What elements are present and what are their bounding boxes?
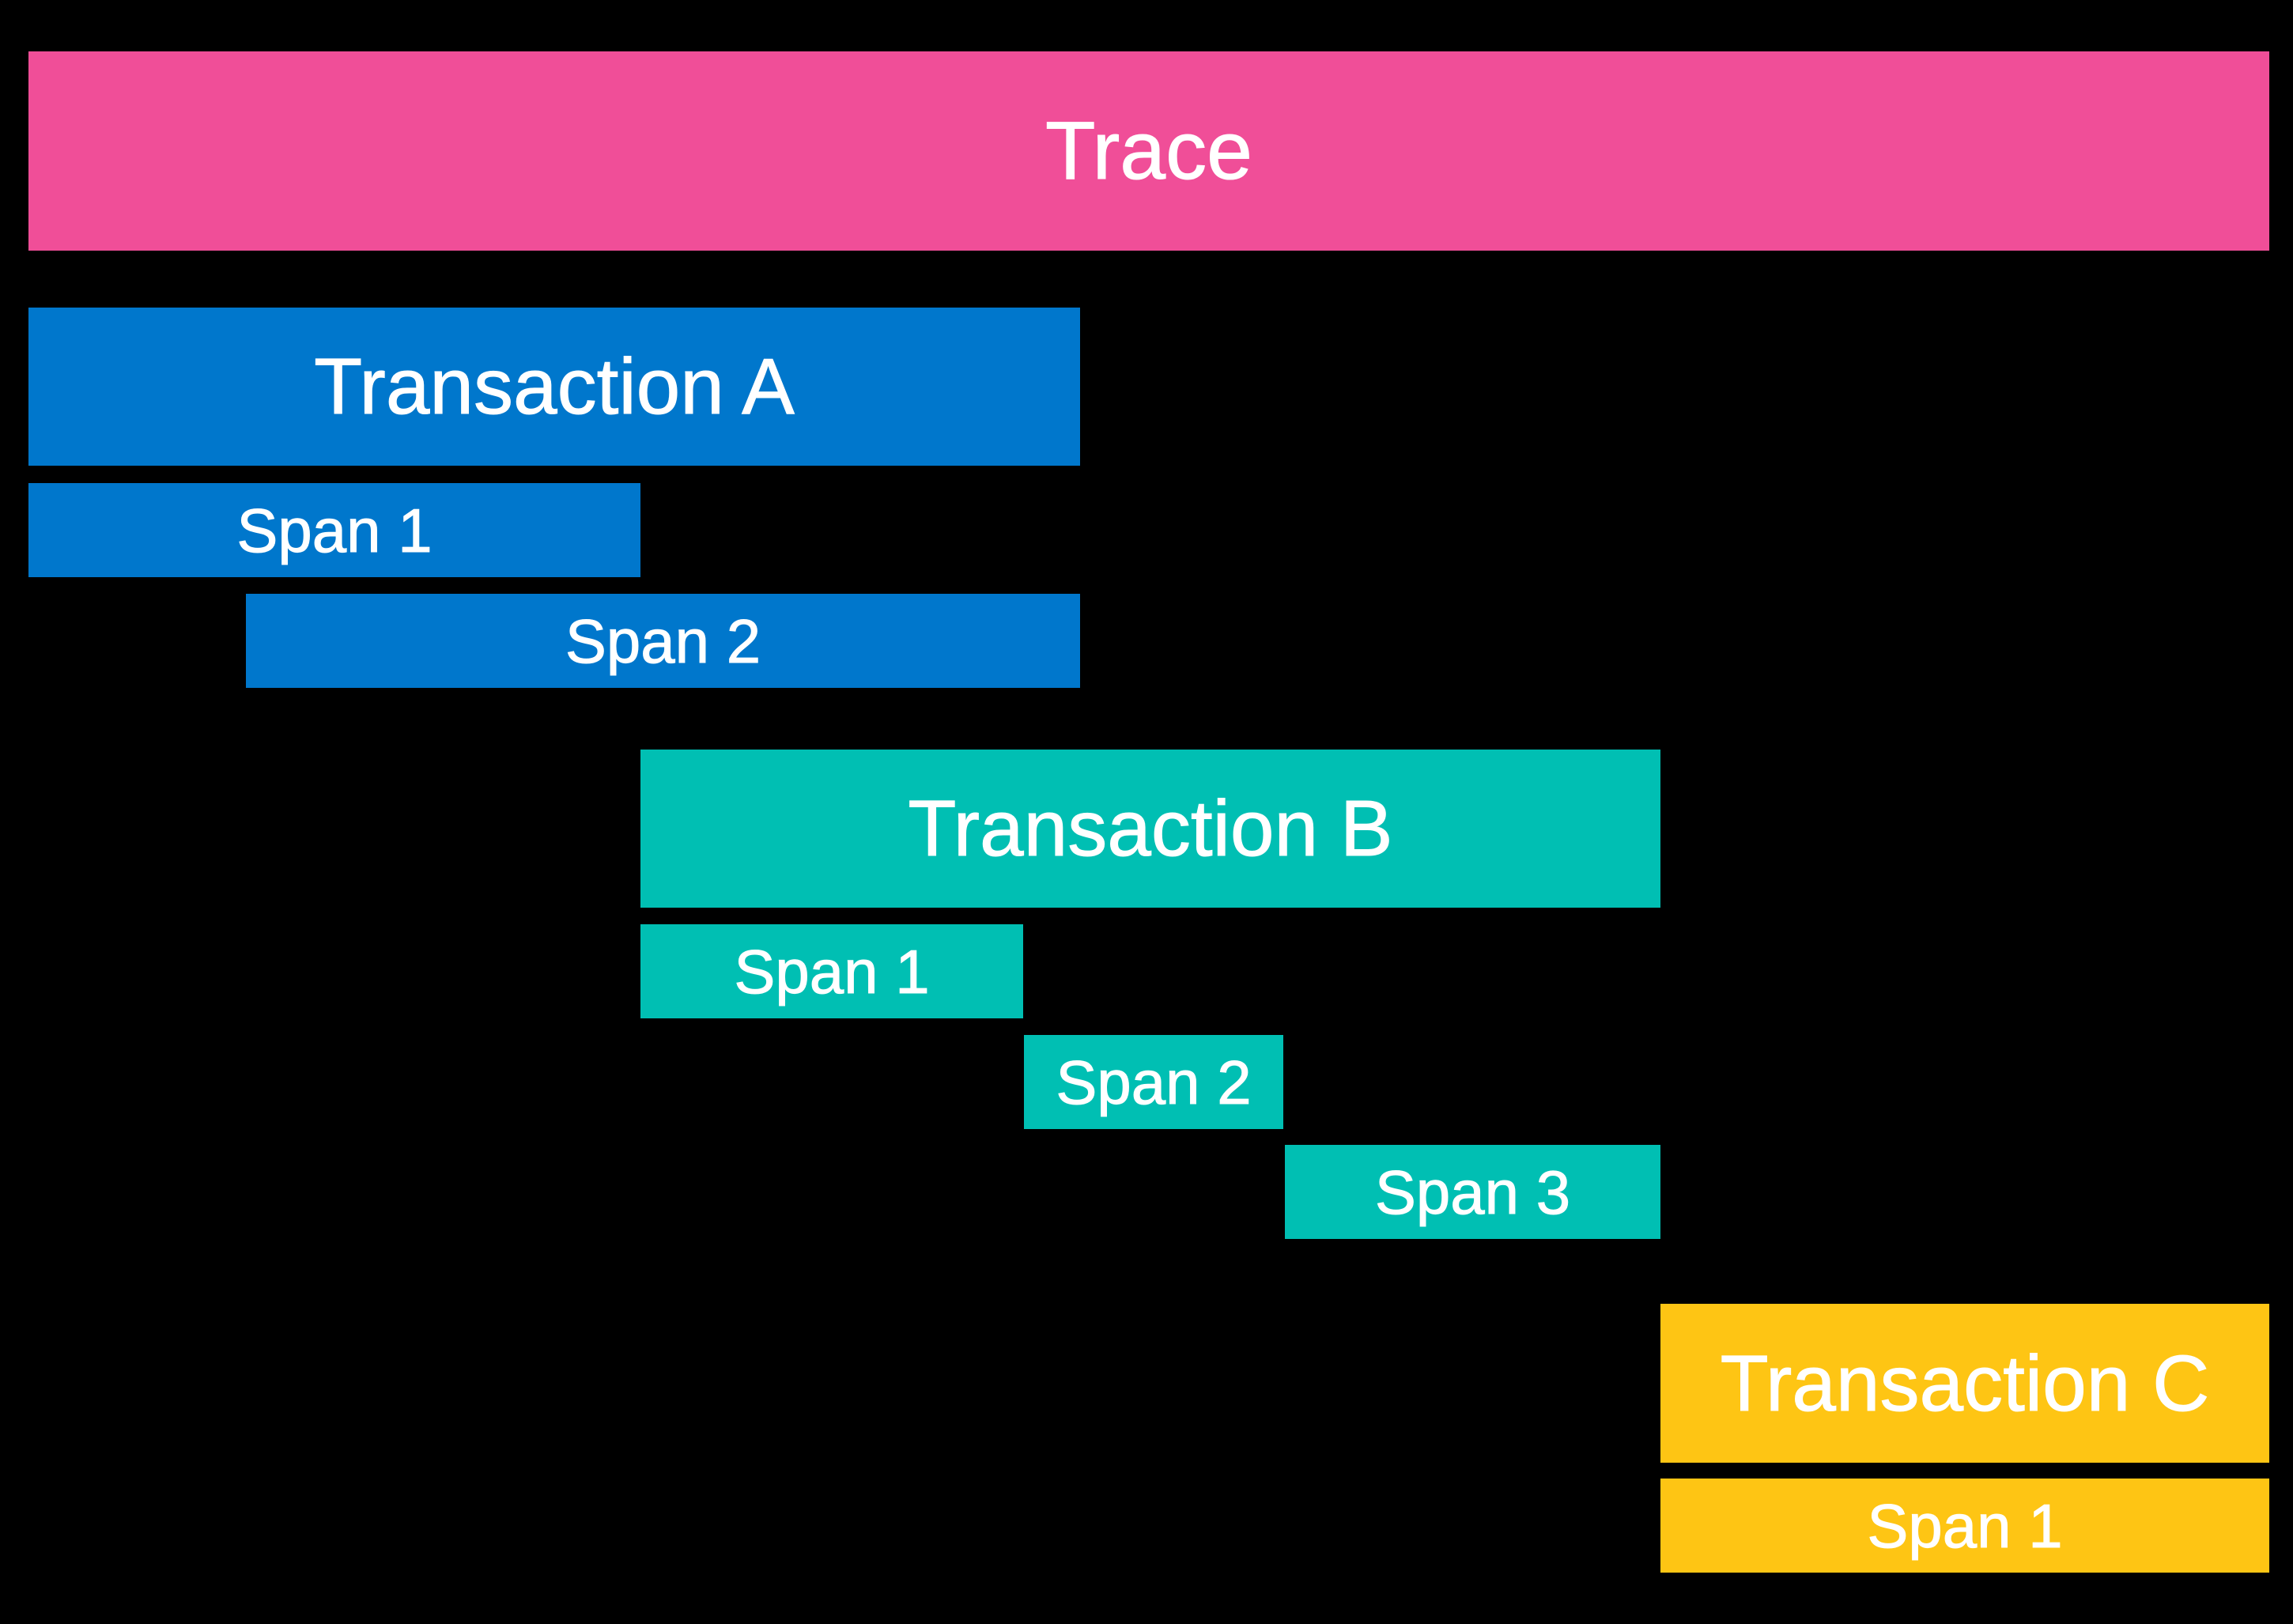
trace-bar: Trace — [28, 51, 2269, 251]
transaction-a-label: Transaction A — [314, 342, 795, 431]
transaction-b-span-2-bar: Span 2 — [1024, 1035, 1283, 1129]
transaction-c-span-1-label: Span 1 — [1867, 1490, 2063, 1561]
transaction-c-span-1-bar: Span 1 — [1660, 1479, 2269, 1573]
transaction-b-span-1-bar: Span 1 — [640, 924, 1023, 1018]
transaction-c-label: Transaction C — [1720, 1339, 2210, 1428]
transaction-a-bar: Transaction A — [28, 308, 1080, 466]
transaction-b-span-2-label: Span 2 — [1056, 1047, 1252, 1117]
transaction-b-label: Transaction B — [908, 784, 1393, 873]
transaction-c-bar: Transaction C — [1660, 1304, 2269, 1463]
transaction-a-span-2-label: Span 2 — [565, 606, 761, 676]
transaction-b-span-1-label: Span 1 — [734, 936, 930, 1007]
transaction-a-span-2-bar: Span 2 — [246, 594, 1080, 688]
transaction-a-span-1-bar: Span 1 — [28, 483, 640, 577]
transaction-a-span-1-label: Span 1 — [236, 495, 433, 565]
transaction-b-bar: Transaction B — [640, 750, 1660, 908]
transaction-b-span-3-bar: Span 3 — [1285, 1145, 1660, 1239]
trace-label: Trace — [1045, 105, 1253, 197]
transaction-b-span-3-label: Span 3 — [1374, 1157, 1571, 1227]
